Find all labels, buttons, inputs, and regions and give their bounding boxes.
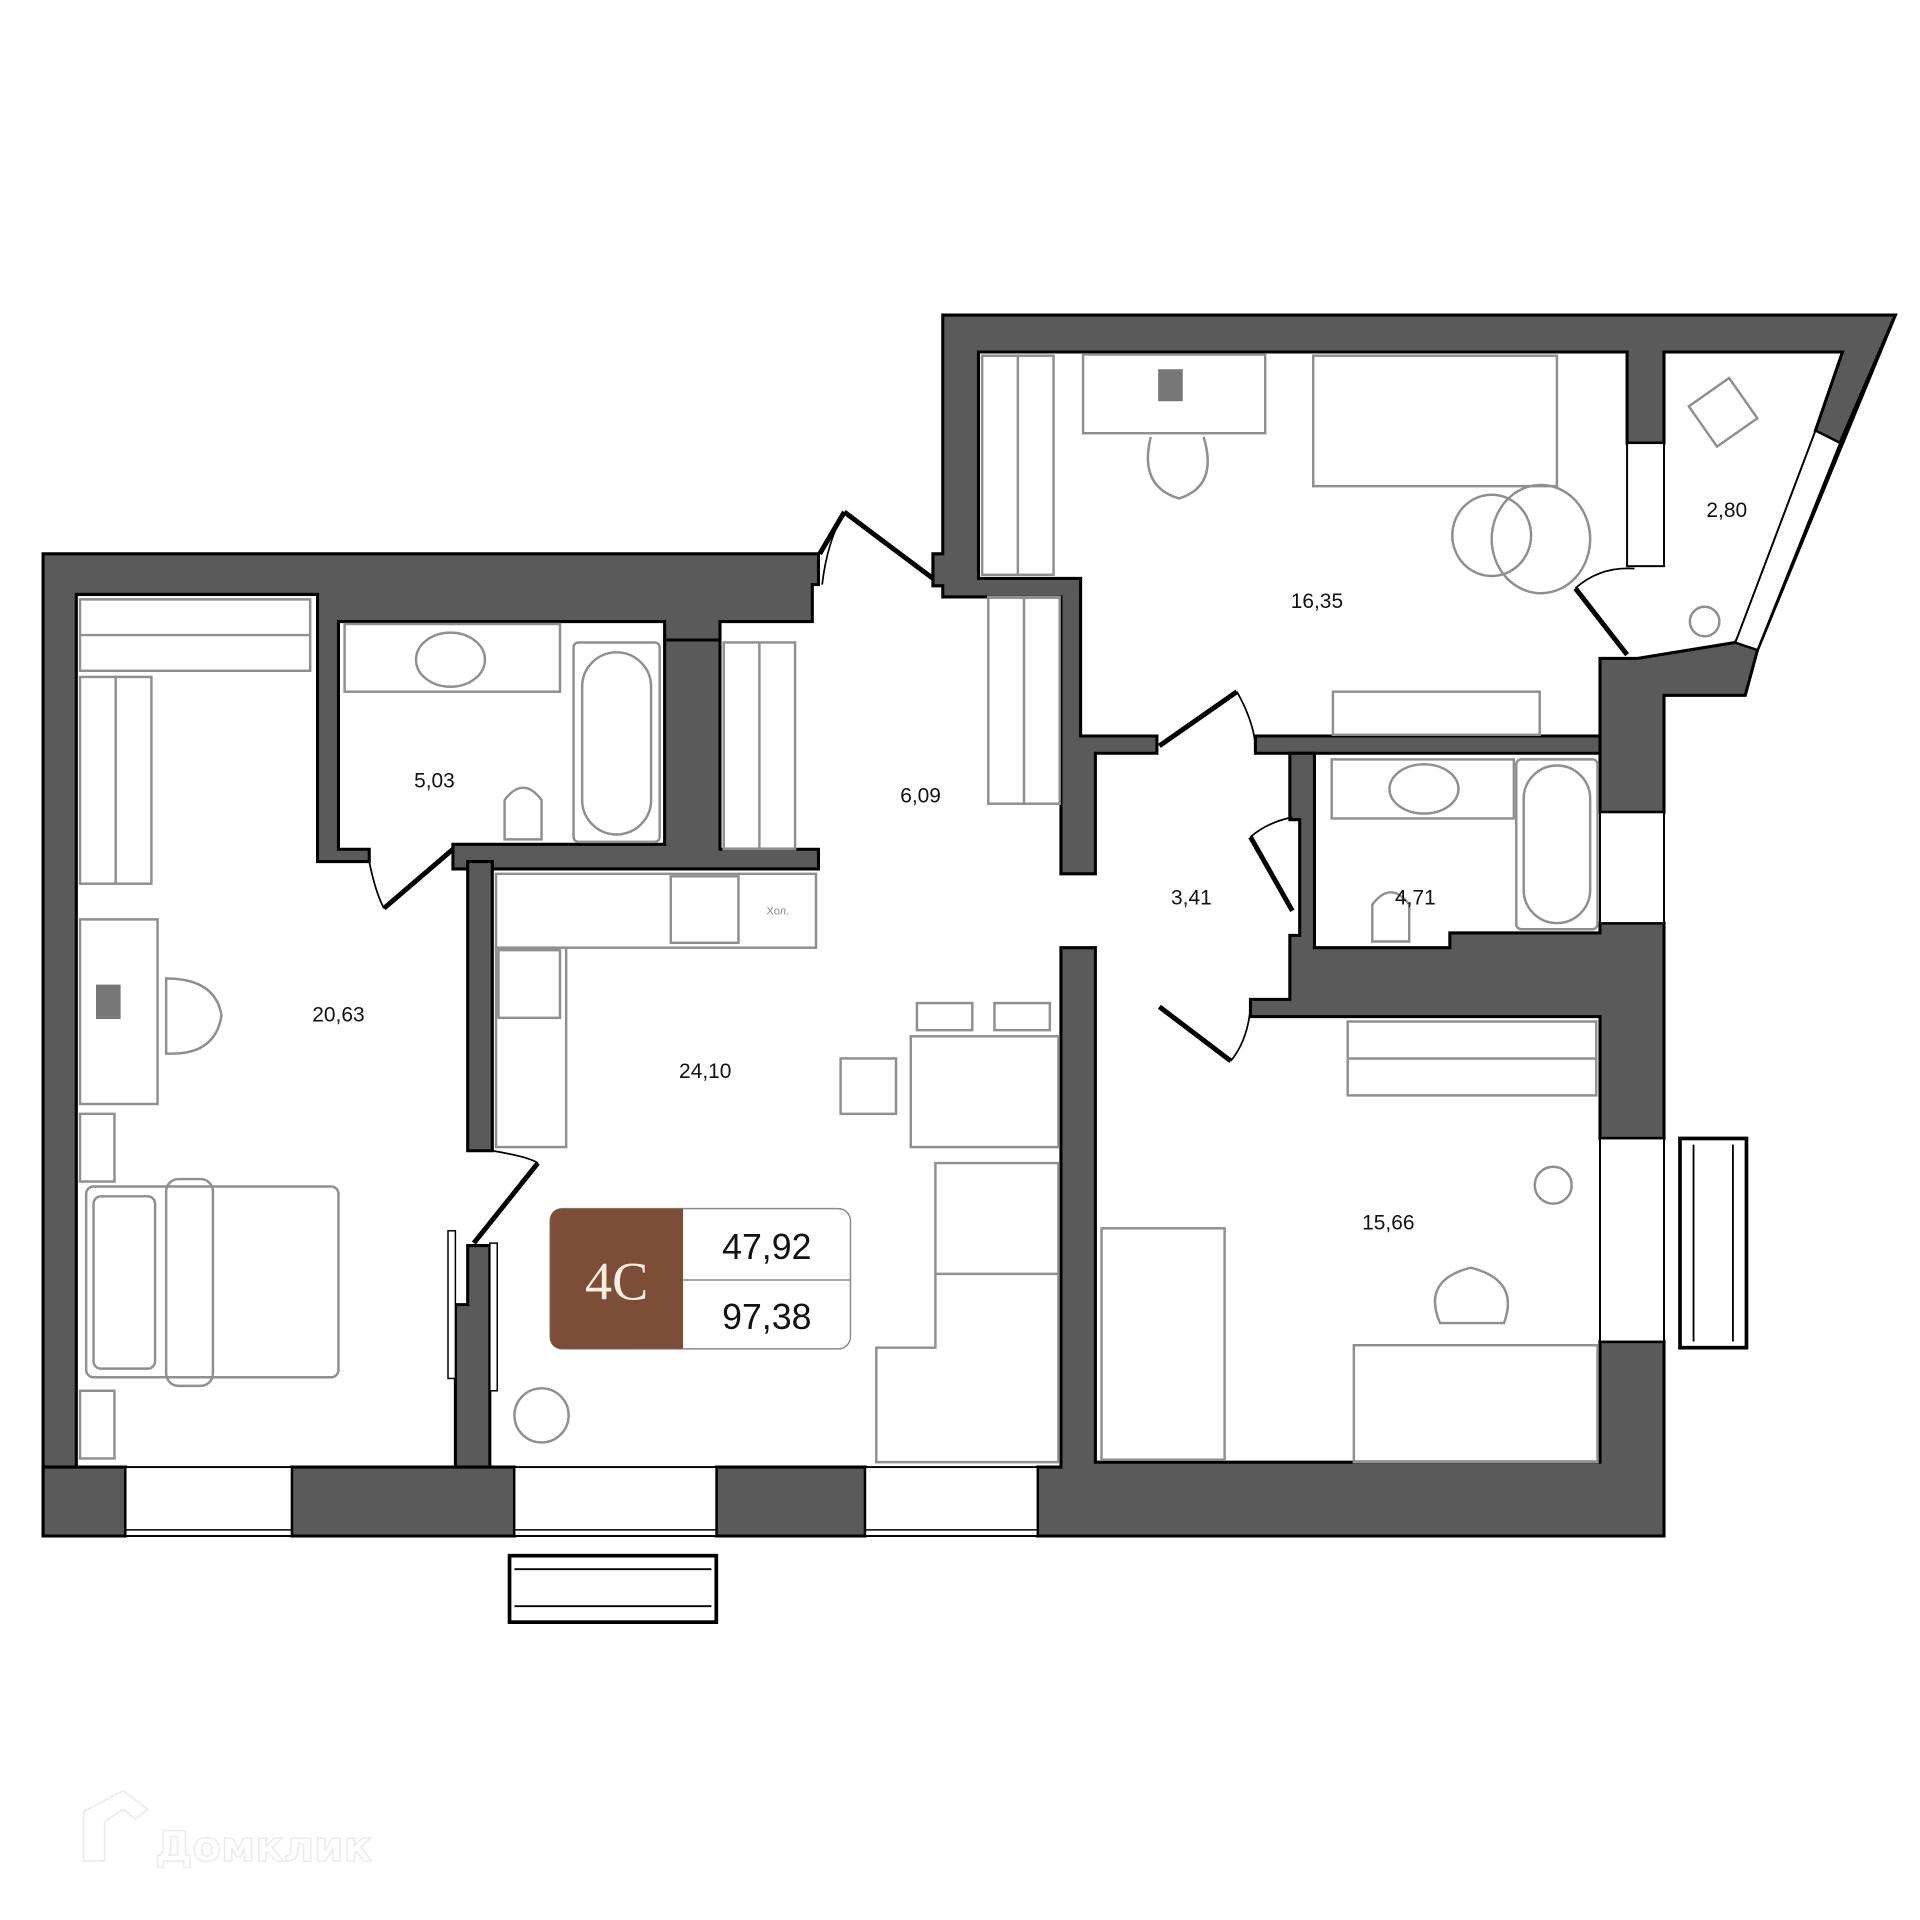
toilet-icon xyxy=(503,786,543,841)
window-room3 xyxy=(1599,1137,1665,1343)
plant-icon xyxy=(1688,605,1721,638)
room-area-hall: 6,09 xyxy=(900,784,941,807)
room-area-living-room: 16,35 xyxy=(1291,590,1343,613)
desk-bedroom xyxy=(78,918,159,1106)
sofa-room3 xyxy=(1100,1227,1226,1461)
dining-chair xyxy=(993,1001,1052,1032)
laptop-icon xyxy=(1158,369,1183,402)
wall-bottom xyxy=(41,1465,128,1538)
walls xyxy=(41,313,1898,1538)
french-balcony-right xyxy=(1678,1136,1749,1350)
chair-icon xyxy=(164,977,223,1055)
badge-type-block xyxy=(550,1208,684,1349)
french-balcony-bottom xyxy=(507,1553,719,1624)
sink-icon xyxy=(1388,763,1460,815)
wall-bath1-right xyxy=(451,638,820,871)
kitchen-counter-top xyxy=(494,872,818,949)
bathtub-icon xyxy=(1515,758,1599,931)
room-labels: 20,63 5,03 6,09 16,35 2,80 3,41 4,71 24,… xyxy=(312,499,1747,1235)
ball-icon xyxy=(1533,1165,1573,1205)
desk-room3 xyxy=(1352,1344,1599,1464)
domclick-house-icon xyxy=(82,1789,150,1862)
living-area: 47,92 xyxy=(722,1227,811,1267)
pouf-icon xyxy=(1451,493,1533,578)
windows xyxy=(124,429,1842,1624)
plant-icon xyxy=(513,1387,570,1444)
dining-chair xyxy=(839,1057,898,1116)
wall-bottom-mid2 xyxy=(714,1465,867,1538)
room-area-room-3: 15,66 xyxy=(1362,1212,1414,1235)
tv-stand xyxy=(1331,690,1541,736)
total-area: 97,38 xyxy=(722,1297,811,1337)
window-kitchen-2 xyxy=(864,1466,1039,1537)
watermark: Домклик xyxy=(82,1789,373,1872)
apartment-type: 4С xyxy=(585,1252,648,1312)
wall-partition-bedroom xyxy=(466,860,494,1153)
desk-living xyxy=(1081,353,1267,435)
apartment-badge: 4С 47,92 97,38 xyxy=(549,1207,852,1350)
vanity-bath1 xyxy=(343,622,562,693)
sink-icon xyxy=(414,631,487,688)
bathtub-icon xyxy=(572,641,661,844)
window-bath2 xyxy=(1599,811,1665,925)
stove-icon xyxy=(497,948,562,1020)
room-area-corridor: 3,41 xyxy=(1171,887,1212,910)
laptop-icon xyxy=(96,984,121,1020)
wall-partition-bedroom-lower xyxy=(453,1244,492,1469)
sofa-kitchen xyxy=(875,1161,1060,1464)
toilet-icon xyxy=(1371,891,1411,943)
wall-bottom-right xyxy=(1036,946,1666,1538)
watermark-text: Домклик xyxy=(155,1822,372,1871)
room-area-kitchen-living: 24,10 xyxy=(679,1060,731,1083)
armchair-balcony xyxy=(1687,376,1760,449)
doors xyxy=(368,510,1635,1392)
dining-table xyxy=(909,1035,1060,1149)
kitchen-sink-icon xyxy=(669,875,740,944)
window-kitchen-1 xyxy=(513,1466,718,1537)
vanity-bath2 xyxy=(1330,758,1516,820)
chair-icon xyxy=(1146,436,1209,500)
room-area-bedroom: 20,63 xyxy=(312,1004,364,1027)
furniture xyxy=(78,353,1760,1464)
room-area-bathroom-2: 4,71 xyxy=(1395,887,1436,910)
wall-bottom-mid1 xyxy=(290,1465,516,1538)
window-living-balcony xyxy=(1626,442,1665,568)
room-area-balcony: 2,80 xyxy=(1706,499,1747,522)
window-balcony xyxy=(1734,429,1842,652)
chair-icon xyxy=(1433,1266,1510,1325)
window-bedroom xyxy=(124,1466,293,1537)
pouf-icon xyxy=(1490,483,1592,595)
dining-chair xyxy=(915,1001,974,1032)
wall-outer-right-top xyxy=(931,313,1898,876)
fridge-label: Хол. xyxy=(766,905,789,917)
sofa-living xyxy=(1312,354,1559,488)
room-area-bathroom-1: 5,03 xyxy=(414,770,455,793)
kitchen-counter-left xyxy=(494,946,568,1149)
